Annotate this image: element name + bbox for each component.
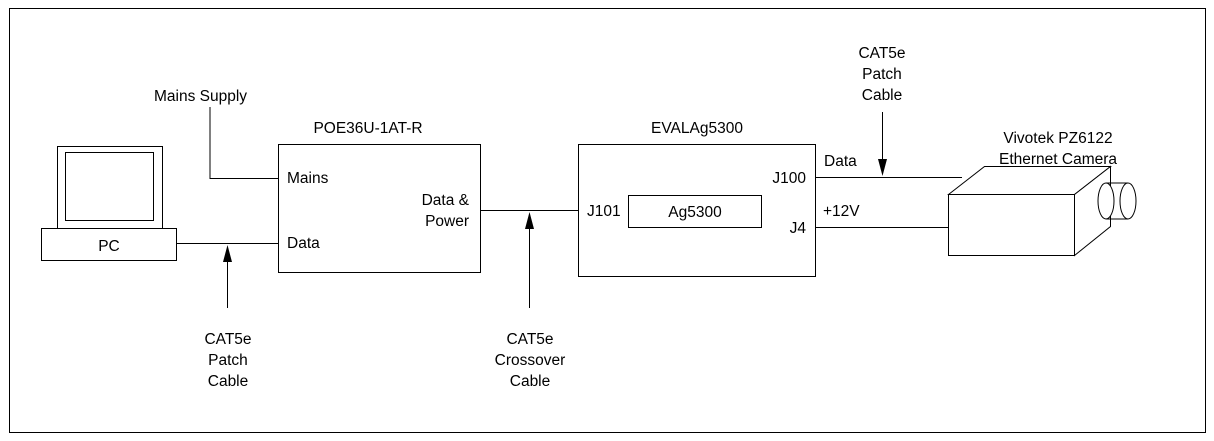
poe-data-port: Data [287, 235, 320, 252]
eval-board-box [578, 144, 816, 277]
camera-power-line-label: +12V [823, 203, 860, 220]
camera-lens-barrel [1106, 182, 1128, 220]
camera-data-line-label: Data [824, 153, 857, 170]
ag5300-chip-box [628, 195, 762, 228]
camera-cable-label-line1: CAT5e [858, 45, 905, 62]
poe-data-power-port-line1: Data & [422, 192, 470, 209]
pc-cable-label-line2: Patch [208, 352, 248, 369]
camera-cable-arrowhead [878, 159, 887, 176]
pc-label: PC [98, 238, 120, 255]
camera-body-front [948, 194, 1075, 256]
camera-lens-far [1119, 182, 1137, 220]
poe-title: POE36U-1AT-R [313, 120, 422, 137]
camera-lens-near [1097, 182, 1115, 220]
camera-cable-label-line3: Cable [862, 87, 903, 104]
crossover-cable-label-line3: Cable [510, 373, 551, 390]
crossover-cable-label-line2: Crossover [495, 352, 566, 369]
pc-screen [65, 152, 154, 221]
poe-mains-port: Mains [287, 170, 329, 187]
poe-injector-box [278, 144, 481, 273]
pc-cable-arrowhead [223, 245, 232, 262]
camera-cable-label-line2: Patch [862, 66, 902, 83]
eval-j4-port: J4 [790, 220, 807, 237]
pc-cable-label-line3: Cable [208, 373, 249, 390]
eval-board-title: EVALAg5300 [651, 120, 743, 137]
crossover-cable-arrowhead [525, 212, 534, 229]
eval-j100-port: J100 [772, 170, 806, 187]
ethernet-camera [947, 165, 1137, 257]
mains-supply-label: Mains Supply [154, 88, 247, 105]
pc-base [41, 228, 177, 261]
camera-title-line2: Ethernet Camera [999, 151, 1117, 168]
camera-title-line1: Vivotek PZ6122 [1003, 130, 1112, 147]
pc-computer [41, 146, 177, 261]
ag5300-chip-label: Ag5300 [668, 204, 722, 221]
poe-data-power-port-line2: Power [425, 213, 469, 230]
eval-j101-port: J101 [587, 203, 621, 220]
mains-supply-wire [209, 107, 278, 179]
pc-cable-label-line1: CAT5e [204, 331, 251, 348]
crossover-cable-label-line1: CAT5e [506, 331, 553, 348]
